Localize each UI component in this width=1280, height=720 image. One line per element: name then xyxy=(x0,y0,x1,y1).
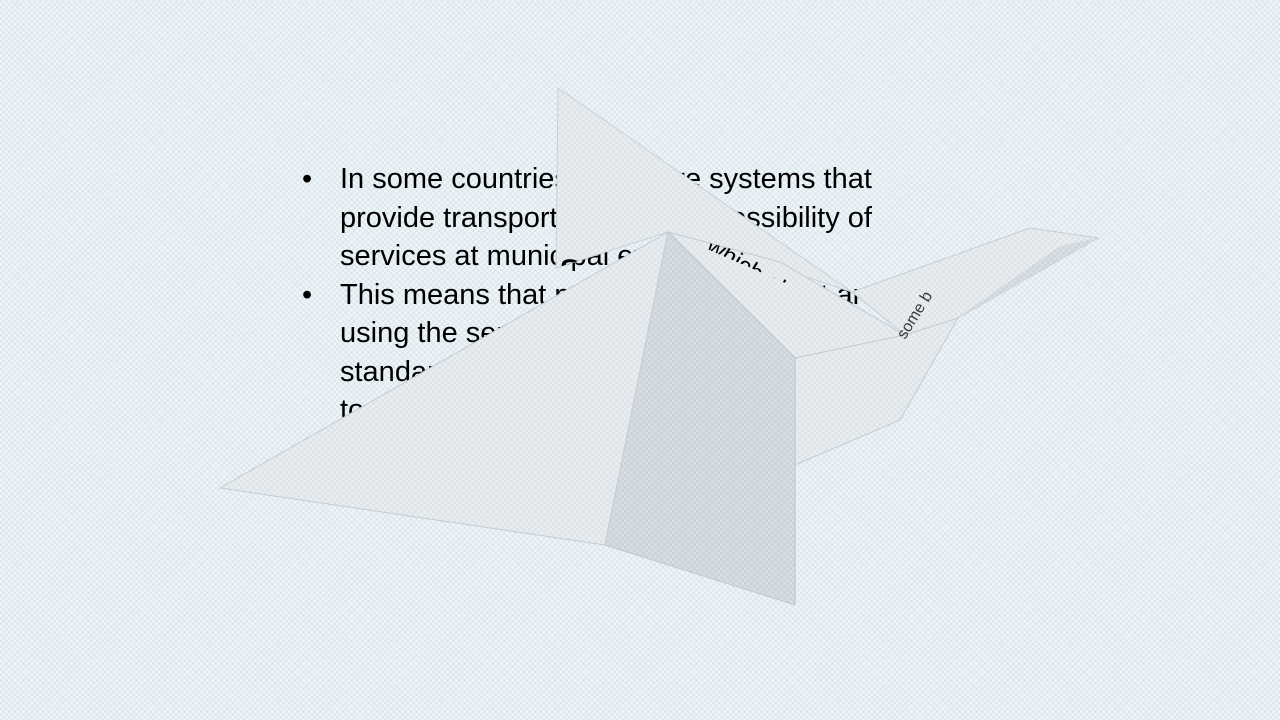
bullet-item: • In some countries, there are systems t… xyxy=(300,160,940,276)
bullet-text: This means that people in the city that … xyxy=(340,278,927,465)
bullet-list: • In some countries, there are systems t… xyxy=(300,160,940,468)
bullet-item: • This means that people in the city tha… xyxy=(300,276,940,469)
bullet-text: In some countries, there are systems tha… xyxy=(340,163,872,272)
bullet-icon: • xyxy=(302,278,313,311)
bullet-icon: • xyxy=(302,163,313,195)
